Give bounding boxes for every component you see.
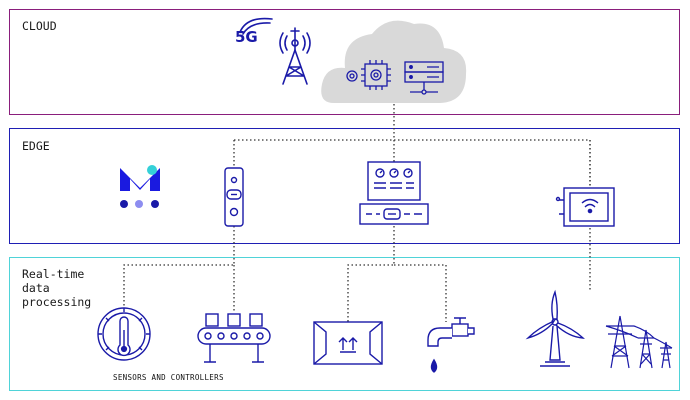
conveyor-belt-icon [197,313,271,363]
processor-chip-icon [346,60,391,90]
edge-gateway-icon [224,167,244,227]
edge-layer [9,128,680,244]
sensors-caption: SENSORS AND CONTROLLERS [113,373,224,382]
5g-badge: 5G [235,28,258,46]
power-pylons-icon [605,315,673,369]
realtime-layer-label: Real-time data processing [22,267,92,309]
edge-layer-label: EDGE [22,139,50,153]
wind-turbine-icon [525,289,585,367]
server-rack-icon [404,61,444,95]
cloud-layer-label: CLOUD [22,19,57,33]
wifi-router-icon [555,187,615,227]
thermometer-gauge-icon [97,307,151,361]
brand-logo-icon [120,165,160,208]
cloud-icon [321,20,467,104]
water-tap-icon [427,317,475,373]
cloud-layer [9,9,680,115]
realtime-layer [9,257,680,391]
package-box-icon [313,321,383,365]
edge-server-icon [359,161,429,225]
5g-antenna-tower-icon: 5G [235,17,311,85]
connector-lines [123,100,591,322]
